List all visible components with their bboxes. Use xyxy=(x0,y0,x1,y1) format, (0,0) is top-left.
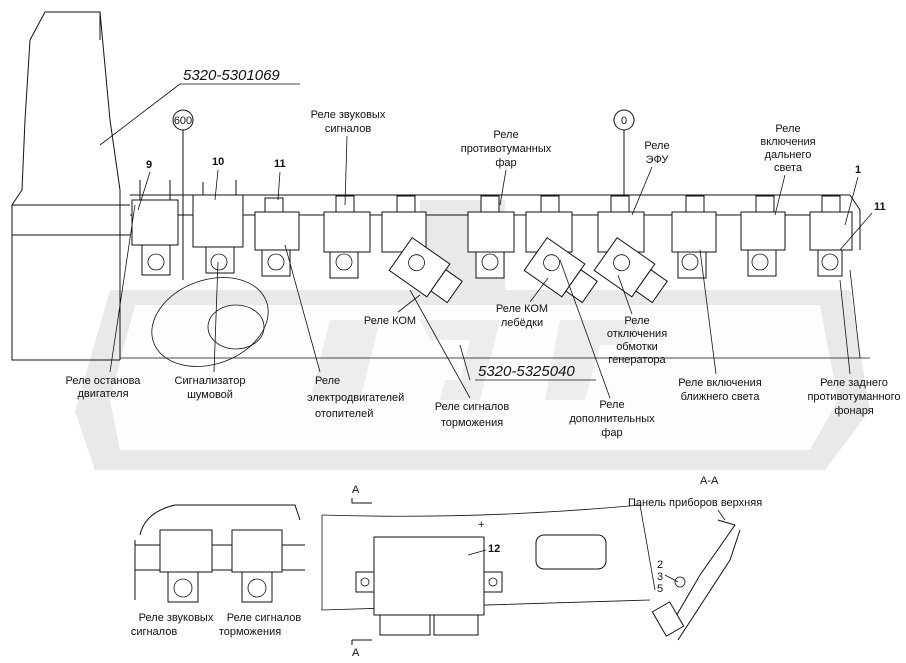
label-noise-indicator: Сигнализатор шумовой xyxy=(175,261,246,401)
relay-low-beam xyxy=(671,195,717,279)
svg-text:генератора: генератора xyxy=(608,354,666,366)
callout-12: 12 xyxy=(488,543,500,555)
relay-9 xyxy=(131,180,179,276)
svg-text:Сигнализатор: Сигнализатор xyxy=(175,375,246,387)
label-kom-winch-relay: Реле КОМ лебёдки xyxy=(496,277,549,329)
svg-text:дальнего: дальнего xyxy=(765,149,812,161)
callout-1: 1 xyxy=(855,164,861,176)
relay-10 xyxy=(192,180,244,274)
relay-rear-fog xyxy=(809,195,853,277)
svg-text:двигателя: двигателя xyxy=(77,388,128,400)
section-mark-bottom: А xyxy=(352,647,360,659)
watermark-logo xyxy=(75,200,870,470)
section-number-2: 2 xyxy=(657,559,663,571)
plus-sign: + xyxy=(478,519,484,531)
section-number-3: 3 xyxy=(657,571,663,583)
noise-indicator-inner xyxy=(207,304,265,350)
label-heater-relay: Реле электродвигателей отопителей xyxy=(284,244,404,420)
svg-text:Реле звуковых: Реле звуковых xyxy=(311,109,386,121)
svg-text:лебёдки: лебёдки xyxy=(501,317,543,329)
svg-text:Реле КОМ: Реле КОМ xyxy=(364,315,416,327)
svg-text:Реле сигналов: Реле сигналов xyxy=(435,401,510,413)
label-efu-relay: Реле ЭФУ xyxy=(631,140,670,216)
part-number-top: 5320-5301069 xyxy=(183,67,280,84)
svg-text:отключения: отключения xyxy=(607,328,667,340)
detail-label-horn-2: сигналов xyxy=(131,626,178,638)
label-low-beam-relay: Реле включения ближнего света xyxy=(678,249,762,403)
svg-text:Реле КОМ: Реле КОМ xyxy=(496,303,548,315)
svg-text:ЭФУ: ЭФУ xyxy=(646,154,670,166)
relay-horn xyxy=(323,195,371,279)
circle-mark-600: 600 xyxy=(172,109,194,280)
svg-text:Реле: Реле xyxy=(493,129,518,141)
svg-text:Реле: Реле xyxy=(775,123,800,135)
label-horn-relay: Реле звуковых сигналов xyxy=(311,109,386,206)
detail-block-12: А + 12 А xyxy=(321,484,656,659)
callout-10: 10 xyxy=(212,156,224,168)
cab-outline xyxy=(11,11,130,361)
relay-11 xyxy=(254,197,300,277)
svg-text:Реле включения: Реле включения xyxy=(678,377,761,389)
svg-text:электродвигателей: электродвигателей xyxy=(307,392,404,404)
svg-text:включения: включения xyxy=(760,136,815,148)
part-number-middle: 5320-5325040 xyxy=(478,363,575,380)
svg-text:600: 600 xyxy=(174,115,192,127)
callout-11b: 11 xyxy=(874,201,886,213)
label-aux-lights-relay: Реле дополнительных фар xyxy=(559,259,655,439)
section-mark-top: А xyxy=(352,484,360,496)
callout-11: 11 xyxy=(274,158,286,170)
svg-text:противотуманных: противотуманных xyxy=(461,143,552,155)
svg-text:Реле: Реле xyxy=(315,375,340,387)
detail-label-horn: Реле звуковых xyxy=(139,612,214,624)
svg-text:торможения: торможения xyxy=(441,417,503,429)
svg-text:Реле заднего: Реле заднего xyxy=(820,377,888,389)
label-high-beam-relay: Реле включения дальнего света xyxy=(760,123,816,216)
svg-text:света: света xyxy=(774,162,803,174)
circle-mark-0: 0 xyxy=(613,109,635,195)
relay-aux-lights xyxy=(523,236,598,304)
relay-kom xyxy=(388,236,463,304)
svg-text:ближнего света: ближнего света xyxy=(681,391,761,403)
label-brake-signal-relay: Реле сигналов торможения xyxy=(409,289,510,429)
svg-text:Реле: Реле xyxy=(644,140,669,152)
callout-9: 9 xyxy=(146,159,152,171)
label-engine-stop-relay: Реле останова двигателя xyxy=(66,204,142,400)
noise-indicator-ellipse xyxy=(151,277,269,367)
svg-text:Реле: Реле xyxy=(624,315,649,327)
relay-generator xyxy=(593,236,668,304)
label-kom-relay: Реле КОМ xyxy=(364,294,421,327)
detail-label-brake-2: торможения xyxy=(219,626,281,638)
detail-section-aa: А-А Панель приборов верхняя 2 3 5 xyxy=(628,475,762,641)
svg-text:сигналов: сигналов xyxy=(325,123,372,135)
svg-text:фонаря: фонаря xyxy=(834,405,873,417)
label-fog-front-relay: Реле противотуманных фар xyxy=(461,129,552,206)
svg-text:обмотки: обмотки xyxy=(616,341,658,353)
svg-text:Реле останова: Реле останова xyxy=(66,375,142,387)
label-rear-fog-relay: Реле заднего противотуманного фонаря xyxy=(807,279,901,417)
svg-text:0: 0 xyxy=(621,115,627,127)
svg-text:фар: фар xyxy=(601,427,622,439)
svg-text:противотуманного: противотуманного xyxy=(807,391,900,403)
section-number-5: 5 xyxy=(657,583,663,595)
relay-fog-front xyxy=(467,195,515,279)
relay-high-beam xyxy=(740,195,786,277)
svg-text:дополнительных: дополнительных xyxy=(569,413,655,425)
detail-label-brake: Реле сигналов xyxy=(227,612,302,624)
svg-text:шумовой: шумовой xyxy=(187,389,233,401)
detail-relays: Реле звуковых сигналов Реле сигналов тор… xyxy=(131,504,305,638)
svg-text:фар: фар xyxy=(495,157,516,169)
section-title: А-А xyxy=(700,475,719,487)
panel-label: Панель приборов верхняя xyxy=(628,497,762,509)
label-generator-relay: Реле отключения обмотки генератора xyxy=(607,274,667,366)
svg-text:отопителей: отопителей xyxy=(315,408,373,420)
svg-text:Реле: Реле xyxy=(599,399,624,411)
